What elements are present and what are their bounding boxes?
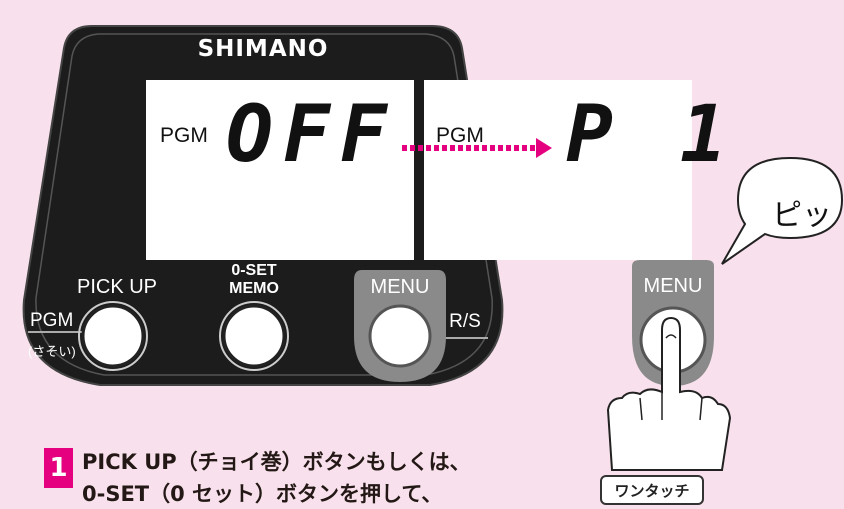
lcd-value-before: OFF (226, 90, 397, 180)
zero-set-line1: 0-SET (231, 262, 277, 279)
pointing-hand-icon (606, 316, 732, 471)
zero-set-label: 0-SET MEMO (214, 262, 294, 298)
zero-set-line2: MEMO (229, 280, 279, 297)
lcd-value-after: P 1 (566, 90, 737, 180)
pgm-label: PGM (30, 310, 74, 331)
menu-label: MENU (370, 276, 430, 298)
menu-zoom-label: MENU (643, 275, 703, 297)
brand-logo: SHIMANO (197, 36, 329, 62)
zero-set-button (222, 304, 286, 368)
lcd-label-after: PGM (436, 124, 484, 147)
lcd-screen-after (424, 80, 692, 260)
pick-up-label: PICK UP (76, 276, 158, 298)
instruction-line-1: PICK UP（チョイ巻）ボタンもしくは、 (82, 450, 471, 474)
arrow-head-icon (536, 138, 552, 158)
pgm-sub-label: (さそい) (28, 344, 76, 359)
step-number-badge: 1 (44, 448, 73, 488)
callout-text: ピッ (772, 198, 832, 233)
instruction-line-2: 0-SET（0 セット）ボタンを押して、 (82, 482, 443, 506)
pick-up-button (81, 304, 145, 368)
speech-bubble (721, 156, 844, 265)
rs-label: R/S (449, 311, 481, 332)
menu-button (368, 304, 432, 368)
lcd-screen-before (146, 80, 414, 260)
lcd-label-before: PGM (160, 124, 208, 147)
one-touch-label: ワンタッチ (600, 475, 704, 505)
